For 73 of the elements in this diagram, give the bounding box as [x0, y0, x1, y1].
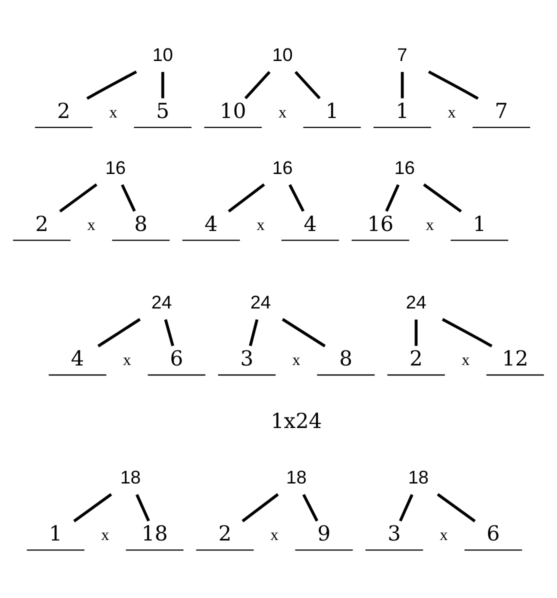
label: x [448, 104, 456, 122]
connector [428, 70, 479, 100]
node-text: 6 [170, 346, 184, 371]
connector [288, 184, 305, 212]
label: 1x24 [270, 408, 322, 433]
node-text: 24 [406, 292, 426, 313]
node-text: 24 [250, 292, 271, 313]
connector [398, 494, 414, 522]
connector [59, 183, 98, 213]
node-text: 16 [272, 156, 293, 178]
node-text: 7 [397, 44, 408, 65]
connector [385, 184, 400, 212]
connector [228, 183, 266, 213]
node-text: 7 [494, 99, 508, 124]
connector [414, 320, 418, 346]
connector [400, 72, 404, 98]
node-text: 10 [220, 99, 246, 124]
node-text: 24 [151, 292, 172, 313]
node-text: 3 [240, 346, 254, 371]
node-text: 10 [152, 44, 173, 65]
connector [423, 183, 462, 213]
connector [120, 184, 136, 212]
node-text: 2 [218, 522, 232, 546]
label: x [123, 352, 132, 369]
node-text: 4 [204, 212, 218, 236]
connector [294, 70, 321, 100]
connector [442, 318, 492, 348]
label: x [87, 217, 96, 234]
connector [164, 319, 174, 346]
label: x [101, 526, 110, 544]
connector [248, 319, 258, 346]
connector [282, 318, 326, 348]
node-text: 5 [156, 99, 170, 124]
connector [136, 494, 150, 522]
label: x [270, 526, 278, 544]
node-text: 1 [472, 212, 486, 236]
node-text: 1 [325, 99, 339, 124]
node-text: 1 [49, 522, 62, 546]
node-text: 18 [120, 466, 141, 488]
node-text: 18 [286, 466, 307, 488]
label: x [292, 352, 300, 369]
node-text: 2 [35, 212, 48, 236]
label: x [256, 217, 265, 234]
node-text: 4 [70, 346, 84, 371]
connector [97, 318, 141, 348]
node-text: 16 [367, 212, 394, 236]
connector [302, 494, 318, 522]
connector [86, 70, 137, 100]
node-text: 4 [304, 212, 317, 236]
node-text: 10 [272, 44, 293, 65]
label: x [440, 526, 448, 544]
node-text: 16 [105, 156, 126, 178]
node-text: 1 [396, 99, 409, 124]
node-text: 3 [388, 522, 401, 546]
node-text: 6 [486, 522, 500, 546]
node-text: 9 [317, 522, 331, 546]
node-text: 12 [502, 346, 528, 371]
label: x [109, 104, 118, 122]
node-text: 2 [57, 99, 70, 124]
connector [161, 72, 164, 98]
node-text: 8 [134, 212, 148, 236]
node-text: 8 [339, 346, 352, 371]
node-text: 16 [394, 156, 415, 178]
label: x [426, 217, 434, 234]
connector [73, 493, 112, 522]
connector [436, 493, 476, 522]
connector [242, 493, 279, 522]
connector [244, 70, 271, 100]
label: x [462, 352, 470, 369]
label: x [278, 104, 287, 122]
node-text: 18 [142, 522, 168, 546]
node-text: 18 [408, 466, 429, 488]
node-text: 2 [410, 346, 423, 371]
